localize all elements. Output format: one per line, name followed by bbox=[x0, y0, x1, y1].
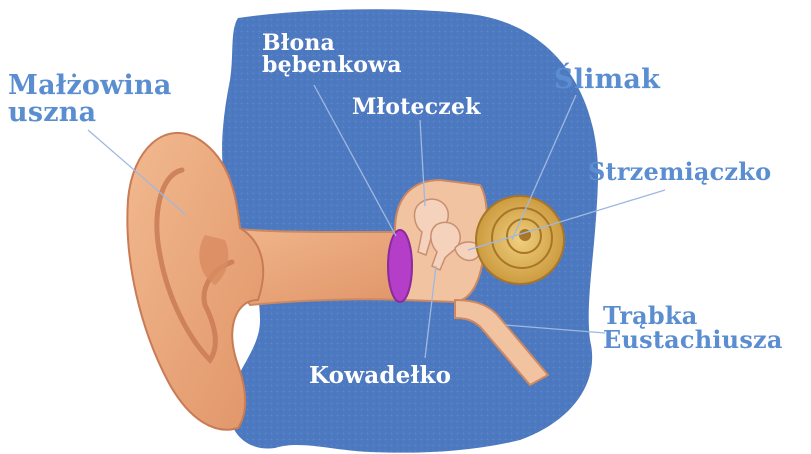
label-blona-line2: bębenkowa bbox=[262, 54, 402, 76]
cochlea-shape bbox=[476, 196, 564, 284]
eardrum-shape bbox=[388, 230, 412, 302]
label-blona-line1: Błona bbox=[262, 32, 402, 54]
label-slimak: Ślimak bbox=[554, 66, 660, 93]
label-mloteczek: Młoteczek bbox=[352, 96, 481, 118]
label-malzowina-line2: uszna bbox=[8, 99, 172, 126]
label-strzemiaczko: Strzemiączko bbox=[588, 160, 771, 184]
label-trabka-line2: Eustachiusza bbox=[603, 328, 783, 352]
label-trabka-eustachiusza: Trąbka Eustachiusza bbox=[603, 304, 783, 352]
label-kowadelko: Kowadełko bbox=[309, 364, 451, 387]
label-blona-bebenkowa: Błona bębenkowa bbox=[262, 32, 402, 76]
label-malzowina-line1: Małżowina bbox=[8, 72, 172, 99]
label-malzowina-uszna: Małżowina uszna bbox=[8, 72, 172, 126]
